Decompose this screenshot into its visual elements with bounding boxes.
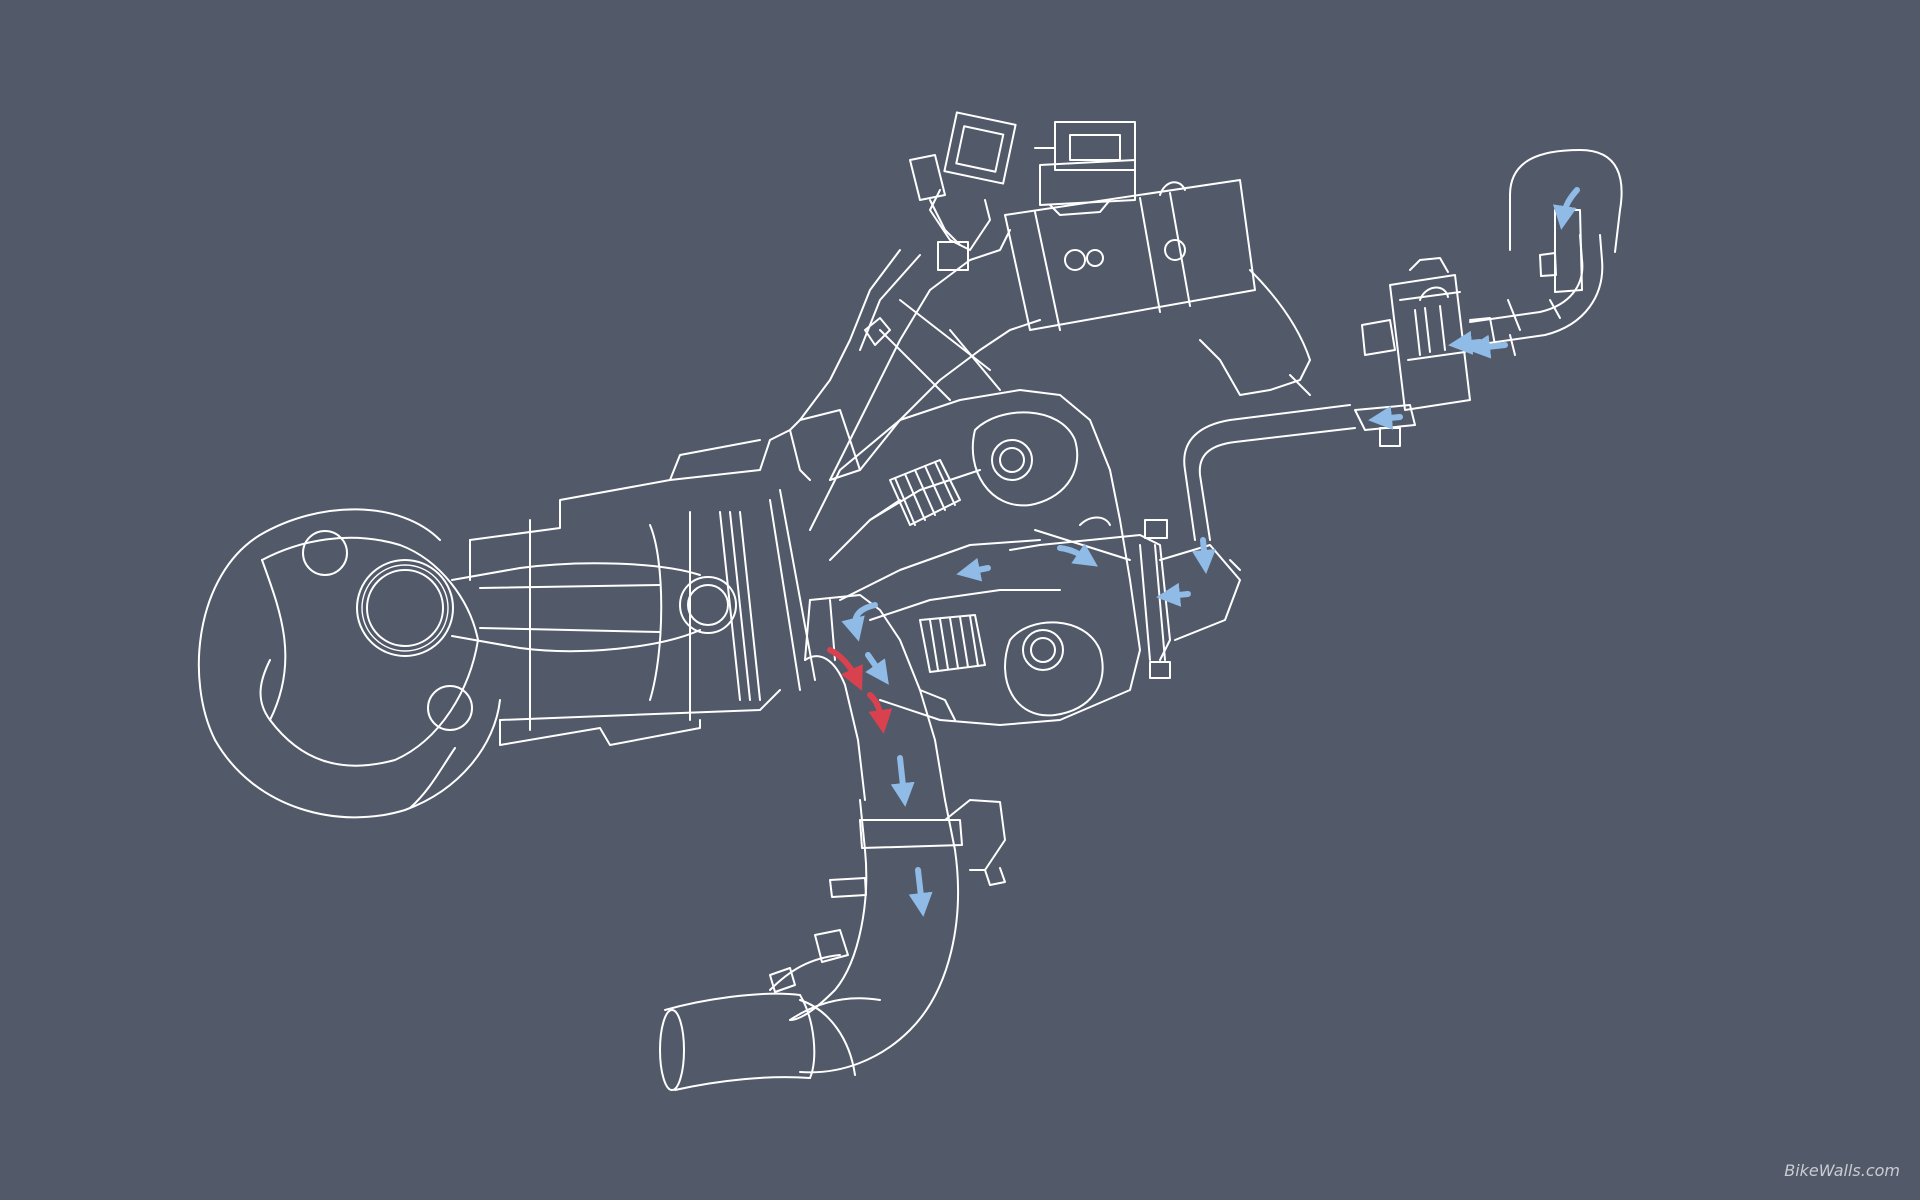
exhaust-arrow-2: [867, 692, 893, 734]
fresh-air-arrow-8: [956, 557, 991, 582]
fresh-air-arrow-5: [1191, 537, 1216, 574]
cylinder-block: [469, 409, 861, 746]
fresh-air-arrow-12: [908, 867, 933, 917]
secondary-air-pipe: [1183, 404, 1416, 541]
crankshaft-flywheel: [197, 508, 501, 819]
air-inlet-cap: [1509, 149, 1623, 293]
exhaust-arrow-1: [827, 647, 863, 691]
air-cut-valve: [1361, 257, 1496, 411]
intake-camshaft: [971, 411, 1079, 507]
fresh-air-arrow-7: [1057, 543, 1098, 567]
intake-valve-spring: [869, 459, 961, 526]
connecting-rod: [356, 559, 737, 657]
fresh-air-arrow-9: [841, 602, 878, 642]
throttle-body: [1004, 179, 1311, 396]
watermark-text: BikeWalls.com: [1784, 1161, 1900, 1180]
fuel-injector-right: [1034, 121, 1136, 216]
exhaust-port: [804, 594, 956, 801]
fresh-air-arrow-3: [1448, 330, 1483, 355]
fuel-injector-left: [909, 111, 1017, 271]
exhaust-header: [789, 799, 1006, 1074]
fresh-air-arrow-10: [865, 652, 889, 685]
fresh-air-arrow-2: [1466, 334, 1508, 359]
fresh-air-arrow-1: [1552, 187, 1580, 230]
fresh-air-flow-arrows: [841, 187, 1580, 917]
exhaust-camshaft: [1004, 621, 1104, 717]
fresh-air-arrow-4: [1368, 405, 1403, 430]
exhaust-clamp: [769, 929, 881, 1076]
intake-tract: [799, 229, 1041, 481]
exhaust-pipe-outlet: [659, 992, 816, 1091]
fresh-air-arrow-6: [1156, 582, 1191, 607]
exhaust-valve-spring: [919, 614, 986, 673]
fresh-air-arrow-11: [890, 755, 915, 807]
cylinder-head: [809, 389, 1141, 726]
air-inlet-hose: [1469, 234, 1604, 356]
exhaust-flow-arrows: [827, 647, 893, 734]
